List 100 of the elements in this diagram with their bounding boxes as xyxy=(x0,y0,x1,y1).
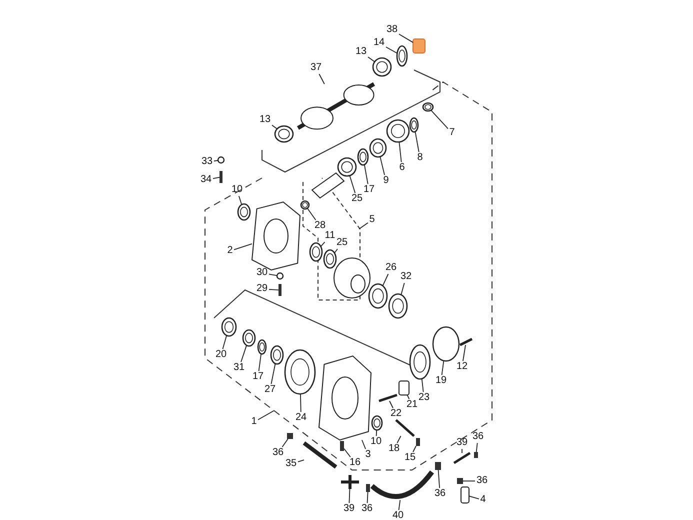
callout-number: 34 xyxy=(199,174,213,186)
callout-number: 5 xyxy=(368,214,376,226)
callout-number: 37 xyxy=(309,62,323,74)
pin-part xyxy=(457,478,463,484)
leader-line xyxy=(462,480,476,482)
ring-part xyxy=(388,293,408,319)
ring-part xyxy=(371,415,383,431)
callout-number: 8 xyxy=(416,152,424,164)
callout-number: 17 xyxy=(362,184,376,196)
ring-part xyxy=(221,317,237,337)
leader-line xyxy=(414,131,420,152)
callout-number: 38 xyxy=(385,24,399,36)
block-part xyxy=(412,38,426,54)
callout-number: 28 xyxy=(313,220,327,232)
callout-number: 15 xyxy=(403,452,417,464)
leader-line xyxy=(258,410,274,420)
callout-number: 11 xyxy=(323,230,337,242)
ring-part xyxy=(242,329,256,347)
ring-part xyxy=(274,125,294,143)
callout-number: 31 xyxy=(232,362,246,374)
callout-number: 36 xyxy=(471,431,485,443)
callout-number: 36 xyxy=(433,488,447,500)
pin-part xyxy=(366,484,370,492)
callout-number: 32 xyxy=(399,271,413,283)
leader-line xyxy=(358,222,368,230)
callout-number: 36 xyxy=(271,447,285,459)
leader-line xyxy=(380,156,385,176)
callout-number: 13 xyxy=(354,46,368,58)
leader-line xyxy=(306,208,316,220)
callout-number: 30 xyxy=(255,267,269,279)
ring-part xyxy=(396,45,408,67)
callout-number: 22 xyxy=(389,408,403,420)
callout-number: 39 xyxy=(455,437,469,449)
pin-part xyxy=(435,462,441,470)
leader-line xyxy=(406,394,410,400)
callout-number: 2 xyxy=(226,245,234,257)
callout-number: 1 xyxy=(250,416,258,428)
leader-line xyxy=(334,248,338,254)
callout-number: 39 xyxy=(342,503,356,515)
leader-line xyxy=(320,242,326,247)
callout-number: 6 xyxy=(398,162,406,174)
pin-part xyxy=(287,433,293,439)
callout-number: 14 xyxy=(372,37,386,49)
ring-part xyxy=(409,117,419,133)
round-part xyxy=(276,272,284,280)
leader-line xyxy=(468,496,480,500)
callout-number: 4 xyxy=(479,494,487,506)
leader-line xyxy=(476,442,478,452)
round-part xyxy=(217,156,225,164)
leader-line xyxy=(441,360,444,376)
leader-line xyxy=(222,335,228,350)
leader-line xyxy=(214,160,218,162)
leader-line xyxy=(364,164,368,184)
ring-part xyxy=(270,345,284,365)
callout-number: 40 xyxy=(391,510,405,520)
callout-number: 25 xyxy=(335,237,349,249)
leader-line xyxy=(376,430,378,436)
leader-line xyxy=(270,363,276,384)
leader-line xyxy=(386,46,398,54)
leader-line xyxy=(389,400,394,408)
block-part xyxy=(398,380,410,396)
pin-part xyxy=(474,452,478,458)
ring-part xyxy=(357,148,369,166)
callout-number: 24 xyxy=(294,412,308,424)
ring-part xyxy=(337,157,357,177)
leader-line xyxy=(282,438,288,448)
callout-number: 25 xyxy=(350,193,364,205)
ring-part xyxy=(386,119,410,143)
leader-line xyxy=(412,446,416,452)
callout-number: 35 xyxy=(284,458,298,470)
callout-number: 12 xyxy=(455,361,469,373)
pin-part xyxy=(220,171,222,183)
leader-line xyxy=(438,470,440,488)
leader-line xyxy=(398,34,414,43)
ring-part xyxy=(309,242,323,262)
leader-line xyxy=(398,141,402,162)
ring-part xyxy=(372,57,392,77)
ring-part xyxy=(422,102,434,112)
ring-part xyxy=(237,203,251,221)
callout-number: 10 xyxy=(369,436,383,448)
leader-line xyxy=(318,74,325,84)
callout-number: 10 xyxy=(230,184,244,196)
leader-line xyxy=(238,196,242,206)
callout-number: 17 xyxy=(251,371,265,383)
ring-part xyxy=(409,344,431,380)
callout-number: 20 xyxy=(214,349,228,361)
pin-part xyxy=(416,438,420,446)
ring-part xyxy=(368,283,388,309)
ring-part xyxy=(257,339,267,355)
callout-number: 18 xyxy=(387,443,401,455)
leader-line xyxy=(462,344,466,362)
leader-line xyxy=(396,436,402,444)
leader-line xyxy=(348,488,350,504)
rod-part xyxy=(459,338,473,346)
block-part xyxy=(460,486,470,504)
pin-part xyxy=(278,284,282,296)
leader-line xyxy=(398,500,401,510)
leader-line xyxy=(234,243,252,250)
callout-number: 36 xyxy=(360,503,374,515)
callout-number: 27 xyxy=(263,384,277,396)
